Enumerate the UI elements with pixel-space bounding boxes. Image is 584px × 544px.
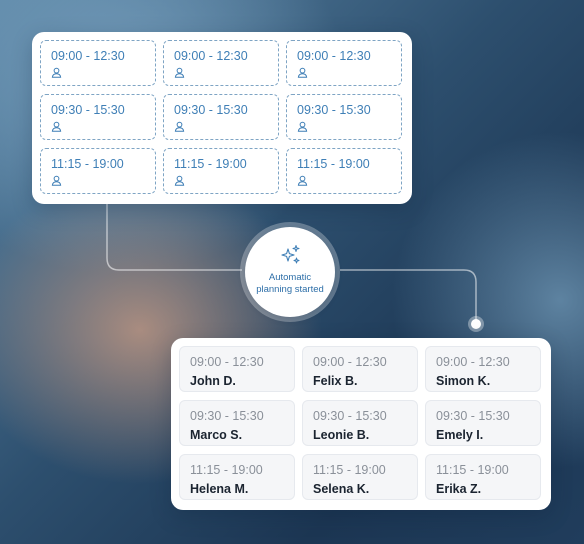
planning-status-halo: Automatic planning started [240, 222, 340, 322]
open-shift-slot[interactable]: 11:15 - 19:00 [163, 148, 279, 194]
shift-time: 11:15 - 19:00 [51, 157, 124, 171]
planning-status-label: Automatic planning started [256, 272, 324, 295]
sparkles-icon [281, 245, 300, 264]
assigned-shift[interactable]: 09:00 - 12:30 John D. [179, 346, 295, 392]
employee-name: Marco S. [190, 428, 243, 442]
person-icon [174, 67, 185, 78]
planned-shifts-grid: 09:00 - 12:30 John D. 09:00 - 12:30 Feli… [179, 346, 541, 500]
shift-time: 11:15 - 19:00 [190, 463, 263, 477]
employee-name: Helena M. [190, 482, 249, 496]
unplanned-shifts-grid: 09:00 - 12:30 09:00 - 12:30 09:00 - 12:3… [40, 40, 402, 194]
assigned-shift[interactable]: 11:15 - 19:00 Helena M. [179, 454, 295, 500]
open-shift-slot[interactable]: 09:00 - 12:30 [40, 40, 156, 86]
employee-name: Leonie B. [313, 428, 370, 442]
planned-shifts-card: 09:00 - 12:30 John D. 09:00 - 12:30 Feli… [171, 338, 551, 510]
assigned-shift[interactable]: 09:00 - 12:30 Simon K. [425, 346, 541, 392]
person-icon [297, 67, 308, 78]
shift-time: 09:00 - 12:30 [190, 355, 264, 369]
shift-time: 09:30 - 15:30 [313, 409, 387, 423]
planning-status-badge: Automatic planning started [245, 227, 335, 317]
shift-time: 11:15 - 19:00 [297, 157, 370, 171]
shift-time: 09:00 - 12:30 [313, 355, 387, 369]
shift-time: 09:30 - 15:30 [297, 103, 371, 117]
open-shift-slot[interactable]: 09:00 - 12:30 [286, 40, 402, 86]
shift-time: 11:15 - 19:00 [174, 157, 247, 171]
shift-time: 09:30 - 15:30 [190, 409, 264, 423]
person-icon [51, 121, 62, 132]
person-icon [51, 67, 62, 78]
employee-name: Erika Z. [436, 482, 482, 496]
assigned-shift[interactable]: 11:15 - 19:00 Selena K. [302, 454, 418, 500]
shift-time: 11:15 - 19:00 [313, 463, 386, 477]
open-shift-slot[interactable]: 09:30 - 15:30 [40, 94, 156, 140]
assigned-shift[interactable]: 09:00 - 12:30 Felix B. [302, 346, 418, 392]
assigned-shift[interactable]: 09:30 - 15:30 Leonie B. [302, 400, 418, 446]
open-shift-slot[interactable]: 09:00 - 12:30 [163, 40, 279, 86]
shift-time: 09:30 - 15:30 [436, 409, 510, 423]
assigned-shift[interactable]: 11:15 - 19:00 Erika Z. [425, 454, 541, 500]
employee-name: Felix B. [313, 374, 358, 388]
shift-time: 09:00 - 12:30 [436, 355, 510, 369]
open-shift-slot[interactable]: 09:30 - 15:30 [163, 94, 279, 140]
employee-name: John D. [190, 374, 236, 388]
person-icon [174, 121, 185, 132]
shift-time: 11:15 - 19:00 [436, 463, 509, 477]
open-shift-slot[interactable]: 11:15 - 19:00 [286, 148, 402, 194]
assigned-shift[interactable]: 09:30 - 15:30 Marco S. [179, 400, 295, 446]
connector-endpoint [471, 319, 481, 329]
person-icon [174, 175, 185, 186]
employee-name: Emely I. [436, 428, 484, 442]
shift-time: 09:00 - 12:30 [297, 49, 371, 63]
person-icon [297, 175, 308, 186]
shift-time: 09:30 - 15:30 [174, 103, 248, 117]
shift-time: 09:30 - 15:30 [51, 103, 125, 117]
person-icon [51, 175, 62, 186]
unplanned-shifts-card: 09:00 - 12:30 09:00 - 12:30 09:00 - 12:3… [32, 32, 412, 204]
employee-name: Simon K. [436, 374, 491, 388]
shift-time: 09:00 - 12:30 [174, 49, 248, 63]
shift-time: 09:00 - 12:30 [51, 49, 125, 63]
employee-name: Selena K. [313, 482, 370, 496]
open-shift-slot[interactable]: 11:15 - 19:00 [40, 148, 156, 194]
open-shift-slot[interactable]: 09:30 - 15:30 [286, 94, 402, 140]
assigned-shift[interactable]: 09:30 - 15:30 Emely I. [425, 400, 541, 446]
person-icon [297, 121, 308, 132]
